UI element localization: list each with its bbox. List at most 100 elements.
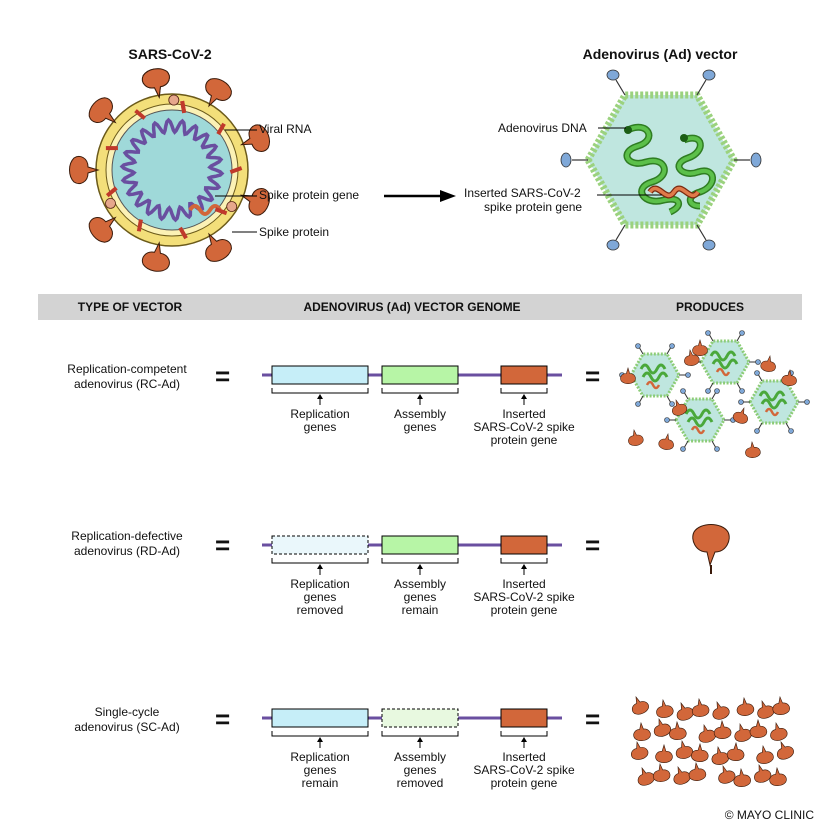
spike-protein-icon — [708, 698, 732, 722]
row-rd-ad-name-line2: adenovirus (RD-Ad) — [73, 544, 181, 558]
label-spike-protein-gene: Spike protein gene — [259, 188, 360, 202]
row-sc-ad-equals-left: = — [215, 704, 231, 734]
spike-protein-icon — [673, 738, 695, 761]
spike-protein-icon — [772, 738, 796, 762]
spike-protein-icon — [687, 761, 707, 782]
label-adenovirus-dna: Adenovirus DNA — [498, 121, 587, 135]
spike-protein-icon — [731, 721, 753, 744]
assembly-gene-box — [381, 365, 459, 385]
assembly-gene-box-removed — [381, 708, 459, 728]
spike-protein-icon — [714, 762, 738, 786]
spike-protein-icon — [744, 441, 762, 459]
arrow-right-icon — [384, 190, 456, 202]
spike-protein-icon — [669, 763, 693, 787]
membrane-protein — [180, 100, 187, 114]
spike-protein-icon — [726, 742, 745, 762]
spike-protein-icon — [767, 720, 789, 743]
row-rc-ad-equals-left: = — [215, 361, 231, 391]
header-vector-genome: ADENOVIRUS (Ad) VECTOR GENOME — [303, 300, 521, 314]
replication-gene-box-removed — [271, 535, 369, 555]
membrane-protein — [105, 186, 118, 198]
assembly-gene-box — [381, 535, 459, 555]
row-sc-ad-name: Single-cycle adenovirus (SC-Ad) — [32, 705, 222, 735]
row-rd-ad-equals-right: = — [585, 530, 601, 560]
row-rc-ad-name-line1: Replication-competent — [67, 362, 187, 376]
spike-gene-box — [500, 365, 548, 385]
row-rc-ad-equals-right: = — [585, 361, 601, 391]
spike-protein-icon — [750, 762, 773, 785]
membrane-protein — [229, 166, 243, 175]
vector-leaders — [597, 127, 662, 196]
membrane-protein — [178, 226, 188, 240]
spike-protein-icon — [771, 695, 791, 716]
envelope-protein — [168, 94, 180, 106]
spike-protein-icon — [651, 762, 672, 783]
spike-protein-icon — [690, 743, 709, 763]
membrane-protein — [216, 122, 226, 136]
row-rc-ad-name-line2: adenovirus (RC-Ad) — [73, 377, 181, 391]
spike-protein-icon — [632, 721, 652, 742]
spike-protein-icon — [626, 428, 645, 448]
spike-protein-icon — [692, 339, 708, 356]
row-sc-ad-produces — [627, 693, 796, 788]
spike-protein-icon — [780, 369, 798, 387]
replication-gene-box — [271, 365, 369, 385]
row-rc-ad-genome — [262, 365, 562, 405]
spike-protein-icon — [668, 721, 687, 741]
row-sc-ad-name-line1: Single-cycle — [94, 705, 160, 719]
envelope-protein — [226, 201, 238, 212]
label-inserted-gene-line1: Inserted SARS-CoV-2 — [464, 186, 581, 200]
row-rd-ad-name-line1: Replication-defective — [71, 529, 183, 543]
spike-protein-icon — [654, 698, 675, 720]
table-header-bar — [38, 294, 802, 320]
spike-protein-icon — [749, 719, 768, 739]
virus-title: SARS-CoV-2 — [128, 46, 212, 62]
spike-protein-icon — [695, 722, 718, 745]
spike-protein-icon — [690, 697, 711, 718]
header-produces: PRODUCES — [675, 300, 744, 314]
spike-protein-icon — [735, 696, 755, 717]
row-rd-ad-genome — [262, 535, 562, 575]
spike-protein-icon — [627, 693, 651, 717]
row-sc-ad-equals-right: = — [585, 704, 601, 734]
spike-protein-icon — [633, 764, 657, 788]
label-viral-rna: Viral RNA — [259, 122, 312, 136]
membrane-protein — [136, 219, 143, 232]
virus-leaders — [215, 129, 257, 233]
membrane-protein — [105, 146, 118, 151]
row-sc-ad-genome — [262, 708, 562, 748]
row-rd-ad-equals-left: = — [215, 530, 231, 560]
spike-gene-box — [500, 535, 548, 555]
spike-protein-icon — [655, 744, 673, 763]
spike-protein-icon — [672, 699, 696, 723]
membrane-protein — [214, 207, 228, 216]
membrane-protein — [134, 109, 146, 120]
spike-protein-icon — [732, 767, 752, 788]
spike-protein-icon — [754, 744, 775, 766]
spike-protein-icon — [713, 720, 732, 740]
spike-protein-icon — [650, 716, 673, 739]
replication-gene-box — [271, 708, 369, 728]
virus-icon — [69, 66, 274, 274]
row-sc-ad-name-line2: adenovirus (SC-Ad) — [74, 720, 180, 734]
label-inserted-gene-line2: spike protein gene — [484, 200, 583, 214]
spike-protein-icon — [768, 766, 788, 787]
spike-protein-icon — [709, 745, 730, 767]
row-rd-ad-name: Replication-defective adenovirus (RD-Ad) — [32, 529, 222, 559]
row-rc-ad-produces — [618, 329, 811, 459]
spike-protein-icon — [692, 524, 730, 574]
spike-protein-icon — [628, 739, 650, 762]
spike-gene-box — [500, 708, 548, 728]
spike-protein-icon — [759, 354, 778, 374]
